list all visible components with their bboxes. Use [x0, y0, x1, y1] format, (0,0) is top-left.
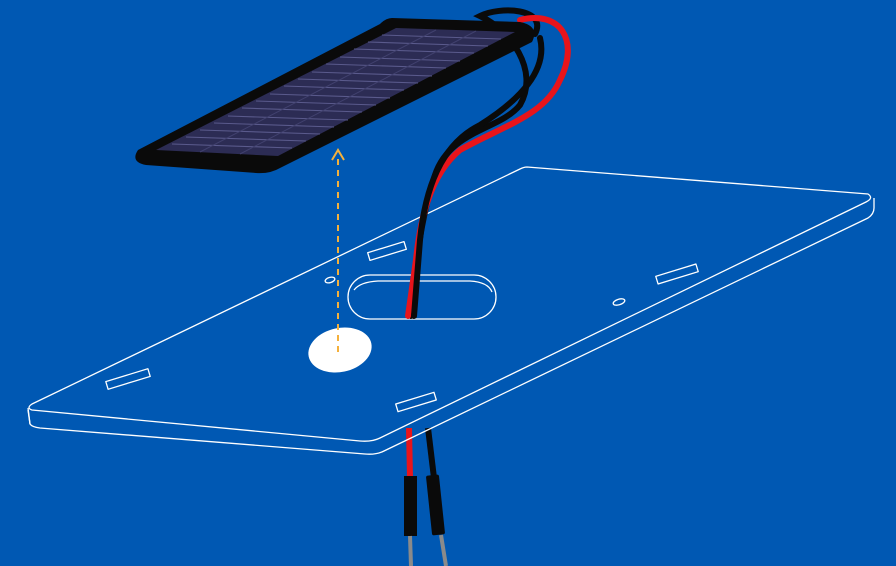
slot-left	[106, 369, 150, 390]
mounting-plate	[28, 167, 874, 454]
wire-slot-inner-edge	[354, 281, 492, 292]
hole-right	[612, 298, 625, 307]
arrow-up-dashed-icon	[332, 150, 344, 352]
red-wire-pin	[410, 536, 411, 566]
slot-top-left	[368, 242, 407, 261]
plate-top-face	[29, 167, 871, 441]
black-wire-connector	[426, 474, 445, 535]
wires-below-plate	[404, 428, 446, 566]
black-wire-lower	[428, 428, 434, 478]
slot-bottom	[396, 392, 437, 411]
adhesive-dot	[304, 322, 376, 378]
red-wire-connector	[404, 476, 417, 536]
slot-right	[656, 264, 699, 284]
arrow-head	[332, 150, 344, 160]
black-wire-pin	[441, 535, 446, 566]
red-wire-lower	[409, 428, 410, 478]
hole-left	[324, 276, 335, 284]
solar-panel-icon	[135, 18, 534, 173]
plate-front-edge	[28, 198, 874, 454]
